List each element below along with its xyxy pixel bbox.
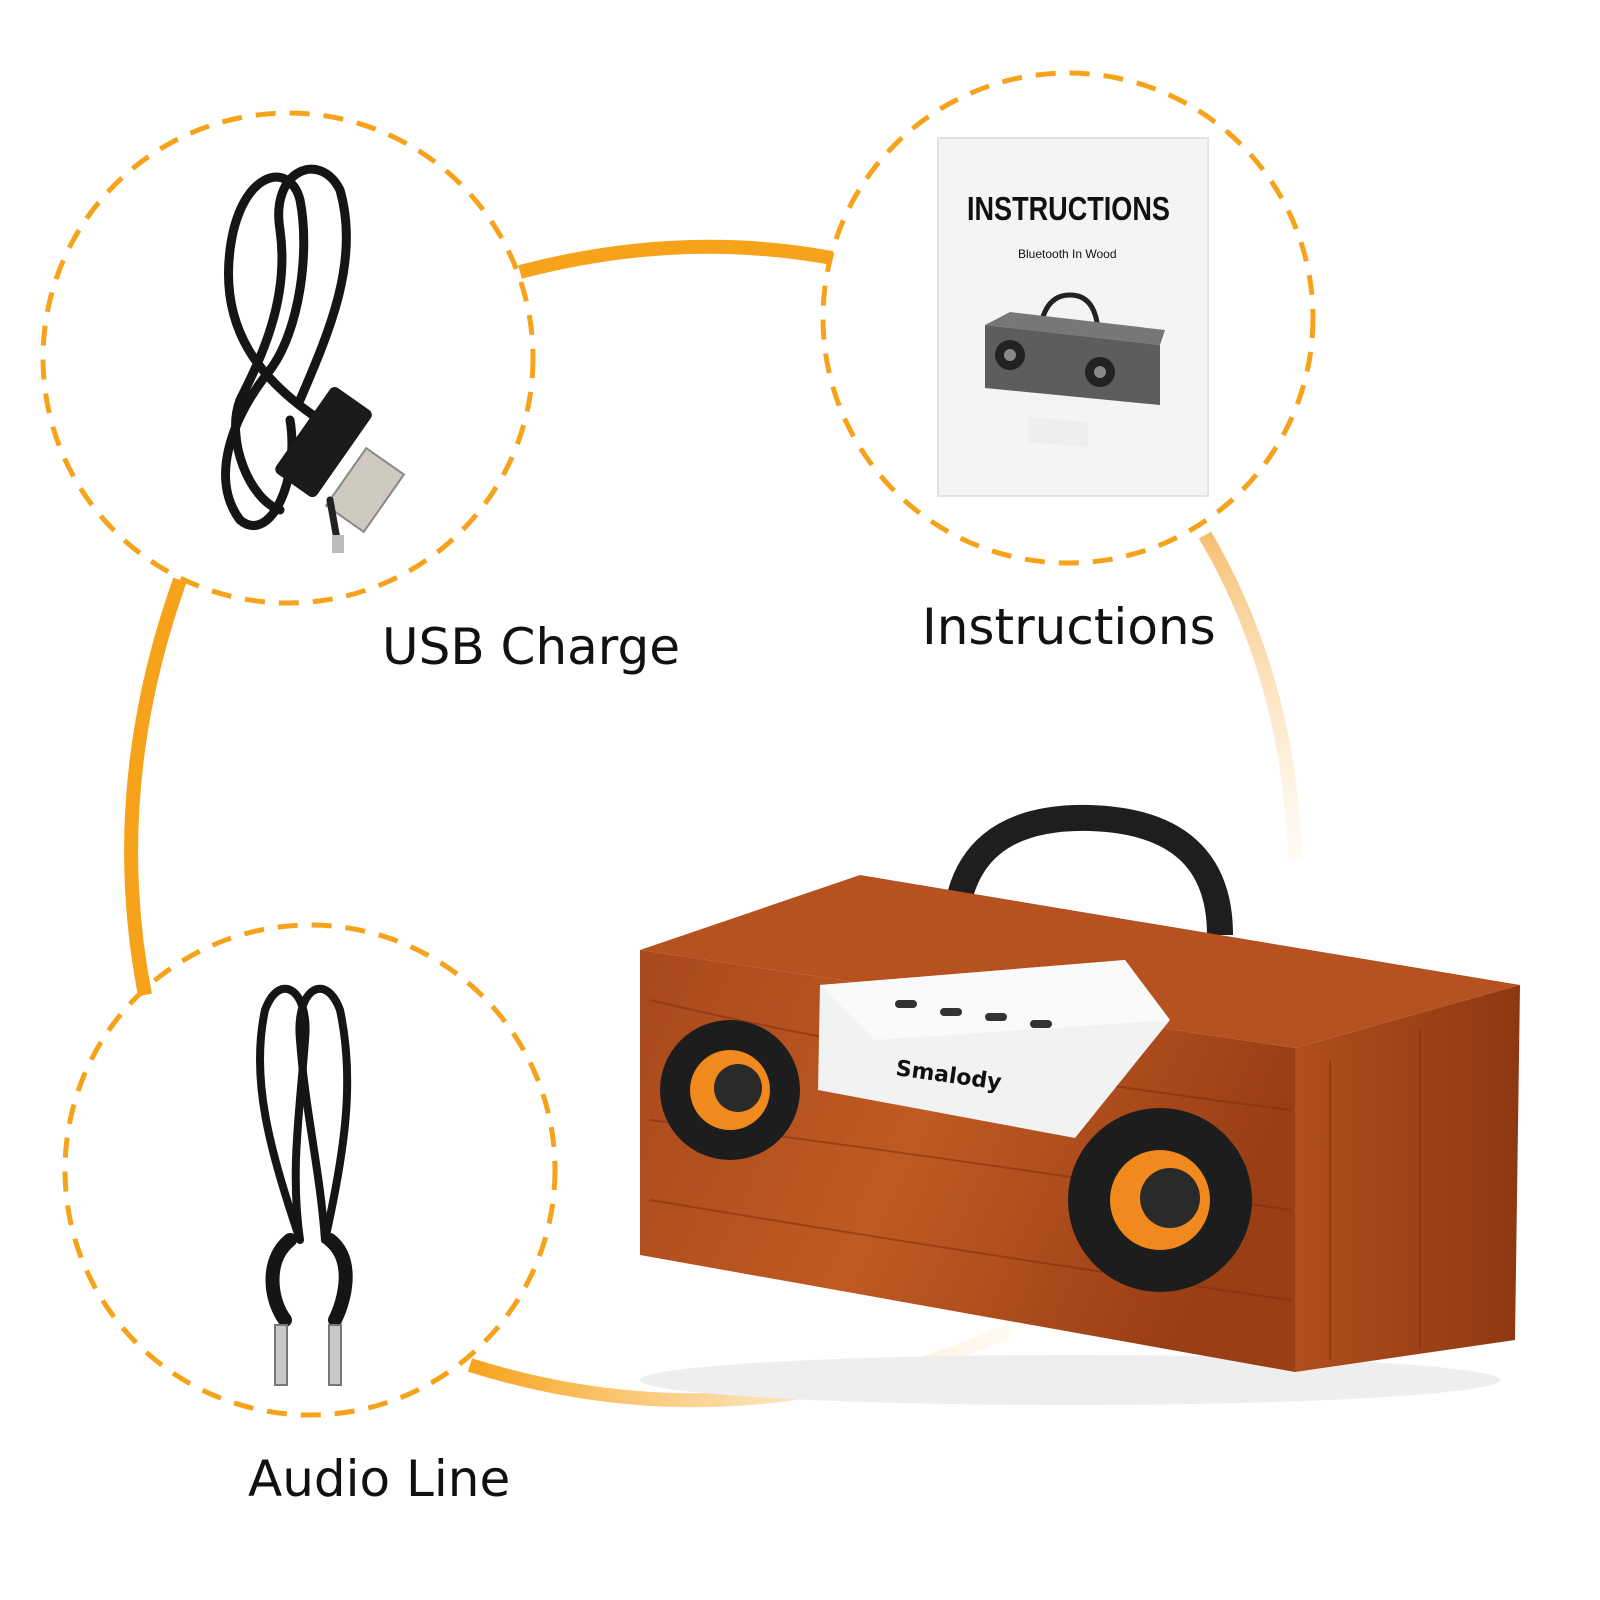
connector-arc-top (518, 239, 834, 279)
instructions-circle (820, 70, 1316, 566)
usb-circle (40, 110, 536, 606)
usb-charge-label: USB Charge (382, 618, 680, 676)
manual-icon (937, 137, 1209, 497)
audio-line-label: Audio Line (248, 1450, 511, 1508)
instructions-label: Instructions (922, 598, 1216, 656)
wooden-speaker: Smalody (640, 804, 1520, 1405)
connector-arc-left (124, 577, 187, 997)
manual-subtitle: Bluetooth In Wood (1018, 247, 1117, 261)
usb-cable-icon (221, 164, 406, 553)
aux-cable-icon (255, 984, 353, 1386)
audio-circle (62, 922, 558, 1418)
connector-arc-right (1198, 531, 1302, 861)
manual-title: INSTRUCTIONS (967, 190, 1170, 227)
